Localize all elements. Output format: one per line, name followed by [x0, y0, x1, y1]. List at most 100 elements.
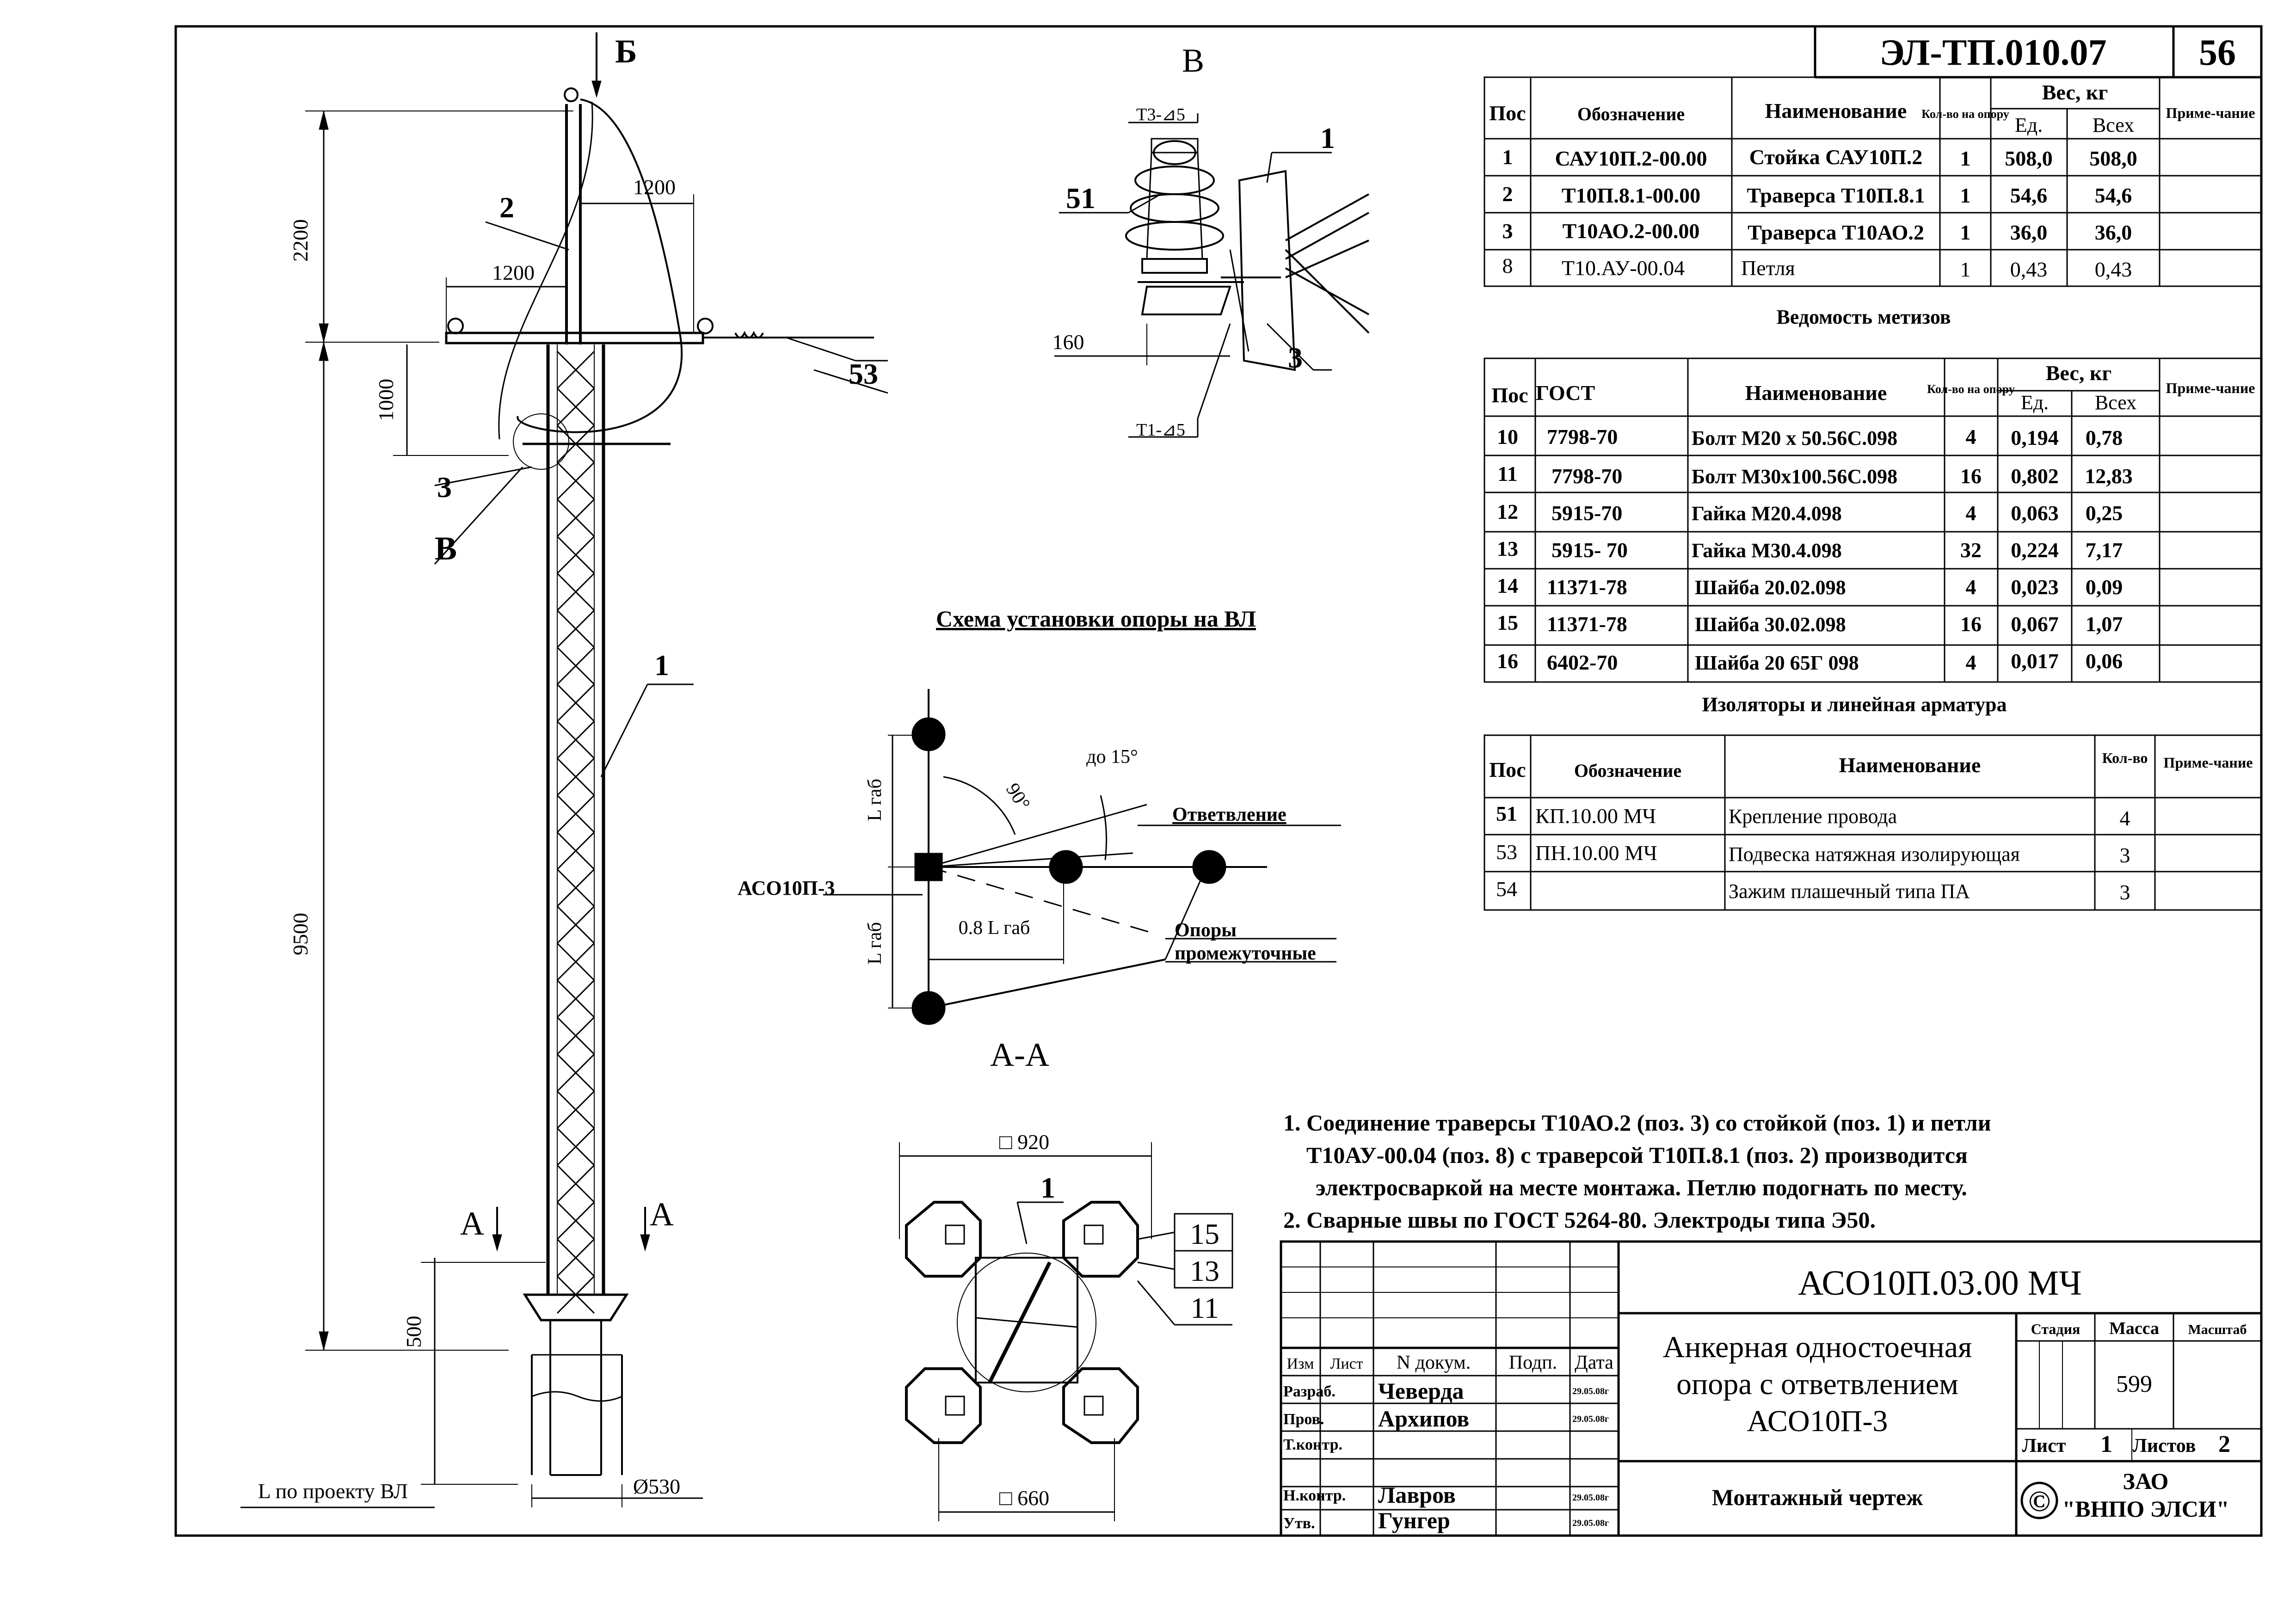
fast-cell-gost: 6402-70 — [1547, 651, 1618, 674]
doc-code: ЭЛ-ТП.010.07 — [1879, 32, 2106, 73]
parts-cell-unit: 36,0 — [2010, 221, 2048, 244]
title-role-row: Разраб. Чеверда 29.05.08г — [1283, 1378, 1609, 1404]
section-aa-labels: □ 920 □ 660 1 15 13 11 — [999, 1130, 1219, 1510]
title-sheets-label: Листов — [2133, 1435, 2196, 1457]
fast-cell-pos: 15 — [1497, 611, 1518, 634]
parts-row: 3 Т10АО.2-00.00 Траверса Т10АО.2 1 36,0 … — [1502, 219, 2132, 244]
scheme: Схема установки опоры на ВЛ L габ L габ … — [738, 606, 1341, 1025]
parts-h-note: Приме-чание — [2166, 105, 2255, 121]
ins-cell-name: Зажим плашечный типа ПА — [1729, 880, 1970, 903]
ins-cell-name: Крепление провода — [1729, 805, 1897, 828]
title-role-row: Пров. Архипов 29.05.08г — [1283, 1406, 1609, 1432]
title-role: Пров. — [1283, 1411, 1324, 1428]
ins-row: 51 КП.10.00 МЧ Крепление провода 4 — [1496, 802, 2130, 830]
title-name-2: опора с ответвлением — [1676, 1367, 1958, 1401]
label-pos3: 3 — [437, 471, 452, 504]
ins-h-qty: Кол-во — [2102, 750, 2148, 766]
ins-row: 53 ПН.10.00 МЧ Подвеска натяжная изолиру… — [1496, 840, 2130, 867]
title-sheets: 2 — [2218, 1431, 2230, 1457]
stamp-top: ЭЛ-ТП.010.07 56 — [1814, 26, 2261, 79]
dim-500: 500 — [402, 1316, 425, 1348]
title-company-1: ЗАО — [2123, 1468, 2169, 1494]
ins-cell-pos: 53 — [1496, 840, 1517, 864]
fast-cell-name: Шайба 30.02.098 — [1695, 613, 1846, 636]
parts-cell-pos: 8 — [1502, 254, 1513, 277]
dim-9500: 9500 — [289, 913, 312, 955]
dim-footing: L по проекту ВЛ — [258, 1479, 408, 1503]
parts-table — [1483, 76, 2262, 287]
title-name-3: АСО10П-3 — [1747, 1404, 1888, 1438]
fast-cell-gost: 5915-70 — [1551, 501, 1622, 525]
fast-cell-gost: 7798-70 — [1551, 464, 1622, 488]
scheme-title: Схема установки опоры на ВЛ — [936, 606, 1256, 632]
fast-cell-gost: 11371-78 — [1547, 575, 1627, 599]
detail-v-dim: 160 — [1053, 330, 1084, 354]
title-role-date: 29.05.08г — [1572, 1493, 1609, 1503]
title-role-date: 29.05.08г — [1572, 1386, 1609, 1396]
parts-cell-pos: 1 — [1502, 145, 1513, 169]
fast-cell-total: 0,09 — [2086, 575, 2123, 599]
parts-cell-name: Стойка САУ10П.2 — [1749, 145, 1923, 169]
parts-cell-unit: 508,0 — [2005, 147, 2053, 170]
dim-2200: 2200 — [289, 219, 312, 262]
section-aa-pos1: 1 — [1040, 1171, 1055, 1204]
title-company-2: "ВНПО ЭЛСИ" — [2062, 1496, 2229, 1522]
label-b-view: Б — [615, 33, 637, 70]
label-section-a-right: А — [650, 1196, 674, 1233]
fast-cell-pos: 14 — [1497, 574, 1518, 597]
fast-cell-qty: 4 — [1966, 501, 1976, 525]
notes: 1. Соединение траверсы Т10АО.2 (поз. 3) … — [1283, 1110, 1991, 1233]
section-lobe — [1062, 1201, 1139, 1278]
title-col-list: Лист — [1330, 1355, 1363, 1372]
ins-cell-pos: 51 — [1496, 802, 1517, 825]
fast-cell-pos: 11 — [1497, 462, 1517, 486]
dim-1000: 1000 — [374, 379, 398, 421]
parts-row: 2 Т10П.8.1-00.00 Траверса Т10П.8.1 1 54,… — [1502, 182, 2132, 207]
parts-h-designation: Обозначение — [1577, 104, 1685, 124]
title-role: Разраб. — [1283, 1383, 1336, 1400]
scheme-lgab-upper: L габ — [864, 779, 886, 821]
label-pos53: 53 — [849, 357, 878, 390]
parts-cell-qty: 1 — [1960, 147, 1971, 170]
fast-cell-unit: 0,017 — [2011, 649, 2059, 673]
scheme-angle15: до 15° — [1086, 746, 1138, 768]
section-aa-dim-bottom: □ 660 — [999, 1486, 1049, 1510]
parts-cell-designation: САУ10П.2-00.00 — [1555, 147, 1707, 170]
fast-cell-total: 0,78 — [2086, 426, 2123, 449]
fast-cell-total: 12,83 — [2085, 464, 2133, 488]
parts-cell-qty: 1 — [1960, 258, 1971, 281]
section-aa-pos13: 13 — [1190, 1254, 1219, 1287]
note-line: электросваркой на месте монтажа. Петлю п… — [1316, 1174, 1967, 1200]
title-role-date: 29.05.08г — [1572, 1518, 1609, 1528]
detail-v-pos3: 3 — [1288, 341, 1303, 374]
title-role-row: Утв. Гунгер 29.05.08г — [1283, 1507, 1609, 1533]
fast-cell-name: Болт М30х100.56С.098 — [1692, 465, 1897, 488]
title-copyright: © — [2028, 1485, 2050, 1518]
section-aa-dim-top: □ 920 — [999, 1130, 1049, 1154]
ins-h-pos: Пос — [1489, 758, 1526, 781]
fasteners-title: Ведомость метизов — [1776, 306, 1951, 328]
section-aa-pos11: 11 — [1190, 1291, 1219, 1324]
parts-h-unit: Ед. — [2015, 114, 2043, 136]
fast-cell-gost: 7798-70 — [1547, 425, 1618, 449]
fast-cell-qty: 4 — [1966, 575, 1976, 599]
title-role-name: Чеверда — [1378, 1378, 1464, 1404]
title-code: АСО10П.03.00 МЧ — [1798, 1264, 2082, 1303]
parts-row: 8 Т10.АУ-00.04 Петля 1 0,43 0,43 — [1502, 254, 2132, 281]
title-role: Н.контр. — [1283, 1487, 1346, 1504]
fast-h-name: Наименование — [1745, 381, 1887, 405]
fast-cell-pos: 10 — [1497, 425, 1518, 449]
detail-v: В Т3-⊿5 Т1-⊿ — [1053, 42, 1370, 440]
title-role-row: Н.контр. Лавров 29.05.08г — [1283, 1482, 1609, 1508]
title-role-name: Гунгер — [1378, 1507, 1450, 1533]
parts-cell-total: 508,0 — [2089, 147, 2137, 170]
label-callout-v: В — [435, 530, 457, 567]
fast-cell-pos: 13 — [1497, 537, 1518, 560]
fast-cell-pos: 16 — [1497, 649, 1518, 673]
fast-cell-unit: 0,802 — [2011, 464, 2059, 488]
parts-h-weight: Вес, кг — [2042, 80, 2108, 104]
title-role: Утв. — [1283, 1515, 1315, 1532]
fast-h-weight: Вес, кг — [2046, 361, 2111, 385]
fast-h-pos: Пос — [1491, 383, 1528, 407]
